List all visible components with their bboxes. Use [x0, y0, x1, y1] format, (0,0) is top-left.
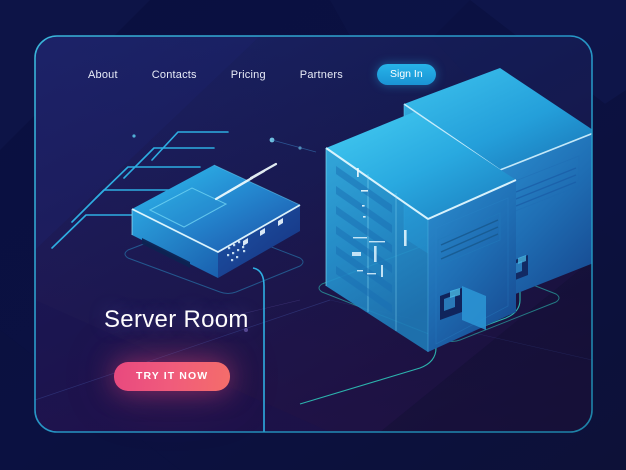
router-vent-slots	[214, 162, 278, 201]
server-rack-front	[325, 112, 517, 352]
router-cable	[252, 267, 265, 432]
router-dot-matrix	[227, 241, 246, 262]
nav-link-about[interactable]: About	[88, 68, 118, 81]
hero-card	[34, 35, 593, 433]
main-navigation: About Contacts Pricing Partners Sign In	[88, 64, 436, 85]
power-port-front	[440, 286, 486, 330]
nav-link-partners[interactable]: Partners	[299, 68, 343, 81]
nav-link-pricing[interactable]: Pricing	[230, 68, 266, 81]
page-title: Server Room	[104, 306, 249, 333]
isometric-router	[131, 162, 301, 278]
nav-link-contacts[interactable]: Contacts	[151, 68, 197, 81]
router-platform	[124, 222, 304, 294]
try-it-now-button[interactable]: TRY IT NOW	[114, 362, 231, 391]
sign-in-button[interactable]: Sign In	[376, 64, 436, 85]
router-leds	[243, 218, 283, 246]
